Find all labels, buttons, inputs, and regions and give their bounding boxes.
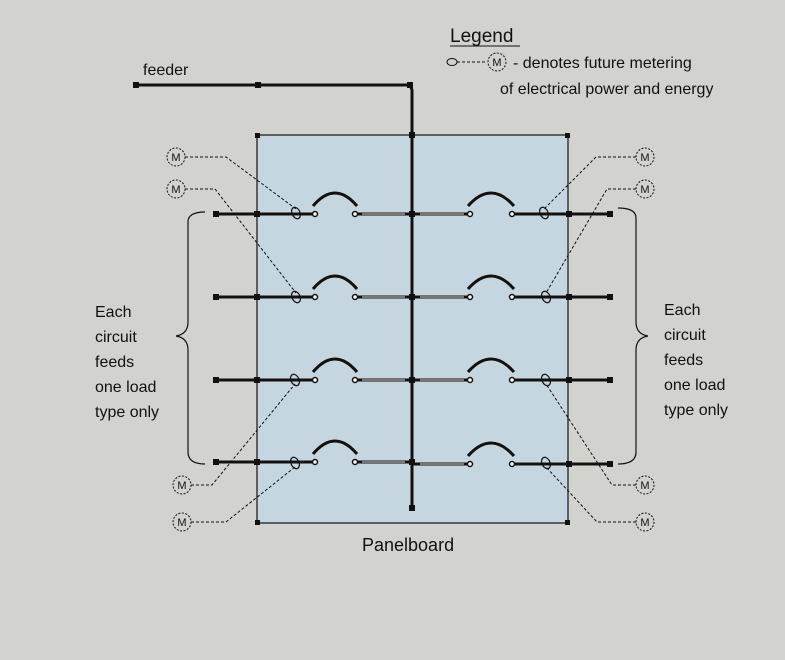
circuit-node bbox=[213, 211, 219, 217]
breaker-contact bbox=[351, 458, 359, 466]
ct-icon bbox=[290, 290, 302, 304]
ct-icon bbox=[289, 373, 301, 387]
circuit-node bbox=[566, 294, 572, 300]
breaker-arc bbox=[466, 274, 516, 291]
breaker-contact bbox=[466, 376, 474, 384]
meter-dashed-lead bbox=[185, 156, 297, 210]
left-note-line: one load bbox=[95, 379, 156, 396]
panel-corner bbox=[255, 133, 260, 138]
panel-corner bbox=[565, 520, 570, 525]
circuit-node bbox=[254, 459, 260, 465]
breaker-contact bbox=[508, 460, 516, 468]
meter-dashed-lead bbox=[191, 383, 296, 486]
right-note-line: Each bbox=[664, 302, 700, 319]
meter-letter: M bbox=[640, 184, 649, 196]
meter-dashed-lead bbox=[545, 383, 636, 486]
right-note-line: type only bbox=[664, 402, 728, 419]
right-note-line: circuit bbox=[664, 327, 706, 344]
circuit-node bbox=[254, 211, 260, 217]
feeder-line bbox=[136, 83, 414, 135]
legend: Legend M - denotes future metering of el… bbox=[446, 26, 713, 98]
circuit-node bbox=[607, 377, 613, 383]
meter-icon bbox=[487, 52, 507, 72]
feeder-node bbox=[255, 82, 261, 88]
meter-letter: M bbox=[177, 517, 186, 529]
circuit-node bbox=[607, 461, 613, 467]
meter-dashed-lead bbox=[545, 466, 636, 523]
meter-letter: M bbox=[171, 184, 180, 196]
circuit-node bbox=[566, 461, 572, 467]
breaker-contact bbox=[351, 210, 359, 218]
meter-letter: M bbox=[640, 517, 649, 529]
panel-corner bbox=[255, 520, 260, 525]
meter-dashed-lead bbox=[543, 156, 636, 210]
ct-icon bbox=[538, 206, 550, 220]
ct-icon bbox=[540, 456, 552, 470]
meter-symbols: M M M M M M M M bbox=[166, 147, 655, 532]
meter-letter: M bbox=[640, 480, 649, 492]
circuit-node bbox=[409, 459, 415, 465]
breaker-contact bbox=[351, 293, 359, 301]
breaker-arc bbox=[311, 274, 359, 290]
legend-line-2: of electrical power and energy bbox=[500, 81, 713, 98]
left-note-line: type only bbox=[95, 404, 159, 421]
feeder-node bbox=[133, 82, 139, 88]
left-note-line: Each bbox=[95, 304, 131, 321]
panelboard-label: Panelboard bbox=[362, 535, 454, 555]
circuit-node bbox=[213, 459, 219, 465]
right-note-line: one load bbox=[664, 377, 725, 394]
feeder-label: feeder bbox=[143, 62, 189, 79]
breaker-contact bbox=[508, 210, 516, 218]
breaker-contact bbox=[508, 376, 516, 384]
right-note-line: feeds bbox=[664, 352, 703, 369]
ct-icon bbox=[289, 456, 301, 470]
breaker-arc bbox=[311, 357, 359, 373]
meter-letter: M bbox=[640, 152, 649, 164]
left-note-line: circuit bbox=[95, 329, 137, 346]
feeder-node bbox=[407, 82, 413, 88]
circuit-node bbox=[566, 377, 572, 383]
ct-icon bbox=[540, 290, 552, 304]
circuit-node bbox=[607, 211, 613, 217]
breaker-contact bbox=[466, 293, 474, 301]
ct-icon bbox=[446, 58, 458, 66]
bus-end-node bbox=[409, 505, 415, 511]
circuit-node bbox=[254, 294, 260, 300]
breaker-contact bbox=[311, 376, 319, 384]
panel-corner bbox=[565, 133, 570, 138]
breaker-contact bbox=[311, 293, 319, 301]
breaker-contact bbox=[466, 460, 474, 468]
meter-dashed-lead bbox=[185, 188, 297, 294]
breaker-arc bbox=[311, 191, 359, 207]
meter-dashed-lead bbox=[191, 466, 296, 523]
breaker-arc bbox=[311, 439, 359, 455]
circuit-node bbox=[254, 377, 260, 383]
legend-title: Legend bbox=[450, 26, 513, 47]
legend-line-1: - denotes future metering bbox=[513, 55, 692, 72]
circuit-node bbox=[607, 294, 613, 300]
breaker-arc bbox=[466, 441, 516, 458]
breaker-arc bbox=[466, 357, 516, 374]
left-brace bbox=[175, 211, 206, 465]
right-brace bbox=[617, 207, 649, 465]
breaker-contact bbox=[466, 210, 474, 218]
left-note: Each circuit feeds one load type only bbox=[95, 304, 159, 421]
ct-icon bbox=[540, 373, 552, 387]
breaker-arc bbox=[466, 191, 516, 208]
meter-icon-letter: M bbox=[492, 57, 501, 69]
meter-letter: M bbox=[171, 152, 180, 164]
circuit-branches bbox=[213, 191, 613, 468]
breaker-contact bbox=[351, 376, 359, 384]
right-note: Each circuit feeds one load type only bbox=[664, 302, 728, 419]
breaker-contact bbox=[311, 210, 319, 218]
circuit-node bbox=[213, 377, 219, 383]
breaker-contact bbox=[311, 458, 319, 466]
meter-letter: M bbox=[177, 480, 186, 492]
breaker-contact bbox=[508, 293, 516, 301]
left-note-line: feeds bbox=[95, 354, 134, 371]
circuit-node bbox=[213, 294, 219, 300]
circuit-node bbox=[566, 211, 572, 217]
